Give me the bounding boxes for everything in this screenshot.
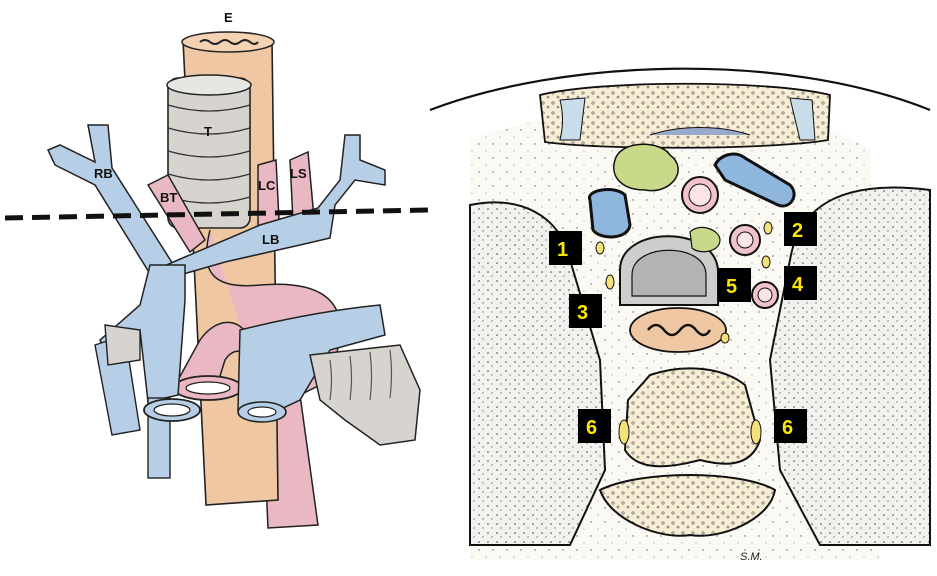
label-trachea: T [204,124,212,139]
esophagus-lumen [199,39,259,45]
section-line [4,207,429,221]
label-left-subclavian: LS [290,166,307,181]
right-panel-cross-section: 1 2 3 4 5 6 6 S.M. [429,67,931,563]
sternum [539,82,831,149]
esophagus-section [629,307,727,353]
svg-text:6: 6 [586,417,597,439]
marker-2: 2 [784,212,817,246]
svg-text:3: 3 [577,302,588,324]
trachea-section [619,235,719,306]
label-right-brachiocephalic: RB [94,166,113,181]
svg-text:5: 5 [726,276,737,298]
marker-5: 5 [718,268,751,302]
label-left-brachiocephalic: LB [262,232,279,247]
esophagus-top [181,31,275,53]
left-panel-mediastinum: E T RB BT LC LS LB [4,10,429,529]
svg-text:4: 4 [792,274,804,296]
left-brachiocephalic-vein-section [713,152,796,208]
thyroid-tissue [689,226,721,253]
vertebra [598,367,777,537]
marker-6-right: 6 [578,409,611,443]
bronchi [104,324,421,446]
arteries-section [681,176,779,309]
artist-signature: S.M. [740,551,763,563]
lymph-nodes [595,221,773,445]
trachea [166,74,252,229]
thymus [613,143,679,192]
right-brachiocephalic-vein-section [588,188,632,239]
veins [46,124,386,479]
label-esophagus: E [224,10,233,25]
svg-text:1: 1 [557,239,568,261]
marker-3: 3 [569,294,602,328]
svg-text:6: 6 [782,417,793,439]
svg-text:2: 2 [792,220,803,242]
chest-wall-outline [429,67,931,112]
right-lung [469,201,607,546]
marker-1: 1 [549,231,582,265]
marker-4: 4 [784,266,817,300]
label-brachiocephalic-trunk: BT [160,190,177,205]
marker-6-left: 6 [774,409,807,443]
label-left-carotid: LC [258,178,276,193]
